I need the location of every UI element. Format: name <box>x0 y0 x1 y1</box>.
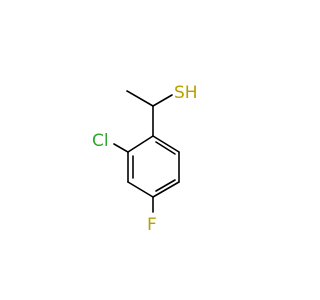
bond-c6-c1 <box>152 135 180 153</box>
molecule-structure: SH Cl F <box>92 83 198 235</box>
molecule-canvas: SH Cl F <box>92 83 198 235</box>
bond-ch-methyl <box>126 90 154 107</box>
bond-c4-c5 <box>152 181 180 198</box>
bond-ch-sulfur <box>152 94 173 107</box>
sulfur-label: SH <box>174 83 198 103</box>
double-bond-c6-c1 <box>155 141 176 155</box>
double-bond-c4-c5 <box>155 179 176 192</box>
bond-c2-chlorine <box>113 143 129 153</box>
fluorine-label: F <box>147 215 157 235</box>
bond-c1-c2 <box>127 135 154 153</box>
bond-c3-c4 <box>127 181 154 198</box>
chlorine-label: Cl <box>92 131 109 151</box>
